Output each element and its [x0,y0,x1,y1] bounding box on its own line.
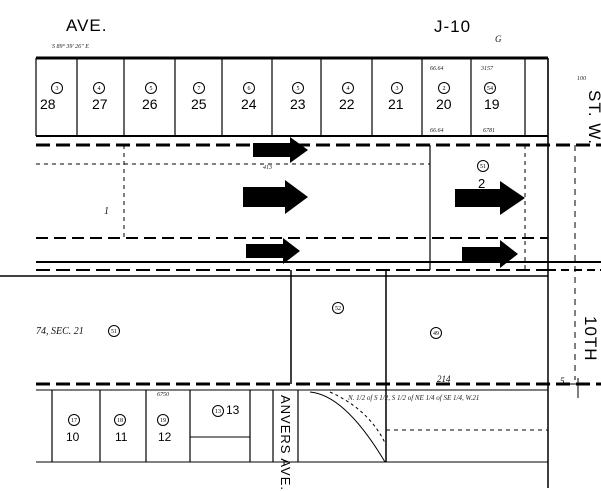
parcel-circle: 18 [114,414,126,426]
lot-number: 21 [388,96,404,112]
corner-mark: G [495,34,502,44]
parcel-circle: 4 [93,82,105,94]
parcel-circle: 5 [292,82,304,94]
arrow-1 [253,137,308,163]
arrow-3 [455,181,525,215]
arrow-5 [462,240,518,268]
parcel-circle: 19 [157,414,169,426]
dim-5: 5 [560,376,565,386]
lot-label-1: 1 [104,206,109,217]
parcel-circle: 13 [212,405,224,417]
arrow-4 [246,238,300,264]
dim-label: 6781 [483,128,495,134]
parcel-circle: 5 [145,82,157,94]
dim-label: 66.64 [430,128,444,134]
lot-number: 20 [436,96,452,112]
dim-label: 66.64 [430,66,444,72]
lot-number: 22 [339,96,355,112]
parcel-circle: 3 [51,82,63,94]
lot-number: 10 [66,430,80,444]
parcel-circle: 6 [243,82,255,94]
lot-number: 27 [92,96,108,112]
bottom-lot-dividers [51,390,299,462]
curve-line-1 [309,391,386,463]
arrow-2 [243,180,308,214]
lot-number: 19 [484,96,500,112]
lot-number: 11 [115,430,128,444]
lot-number: 12 [158,430,172,444]
street-label-top: AVE. [66,16,108,35]
lot-number: 26 [142,96,158,112]
street-label-east: ST. W. [585,90,601,146]
dim-label: 100 [577,76,586,82]
street-label-east-lower: 10TH [581,316,600,362]
parcel-circle: 51 [108,325,120,337]
lot-number: 25 [191,96,207,112]
grid-ref: J-10 [434,17,472,36]
parcel-circle: 54 [484,82,496,94]
lot-number: 13 [226,403,240,417]
dim-214: 214 [437,374,451,384]
parcel-circle: 3 [391,82,403,94]
dim-label: 3157 [481,66,493,72]
dim-label: 6750 [157,392,169,398]
lot-number: 24 [241,96,257,112]
parcel-circle: 2 [438,82,450,94]
parcel-circle: 51 [477,160,489,172]
lower-note: N. 1/2 of S 1/2, S 1/2 of NE 1/4 of SE 1… [348,394,480,402]
parcel-circle: 52 [332,302,344,314]
parcel-circle: 4 [342,82,354,94]
sec-label: 74, SEC. 21 [36,326,84,337]
lot-number: 28 [40,96,56,112]
dim-label: 413 [263,165,272,171]
parcel-circle: 7 [193,82,205,94]
bearing-top: S 89° 39' 26" E [52,44,89,50]
curve-line-2 [329,391,387,446]
lot-number: 23 [290,96,306,112]
street-label-lower: ANVERS AVE. [278,395,293,491]
parcel-circle: 17 [68,414,80,426]
lot-label-2: 2 [478,176,486,191]
parcel-circle: 49 [430,327,442,339]
